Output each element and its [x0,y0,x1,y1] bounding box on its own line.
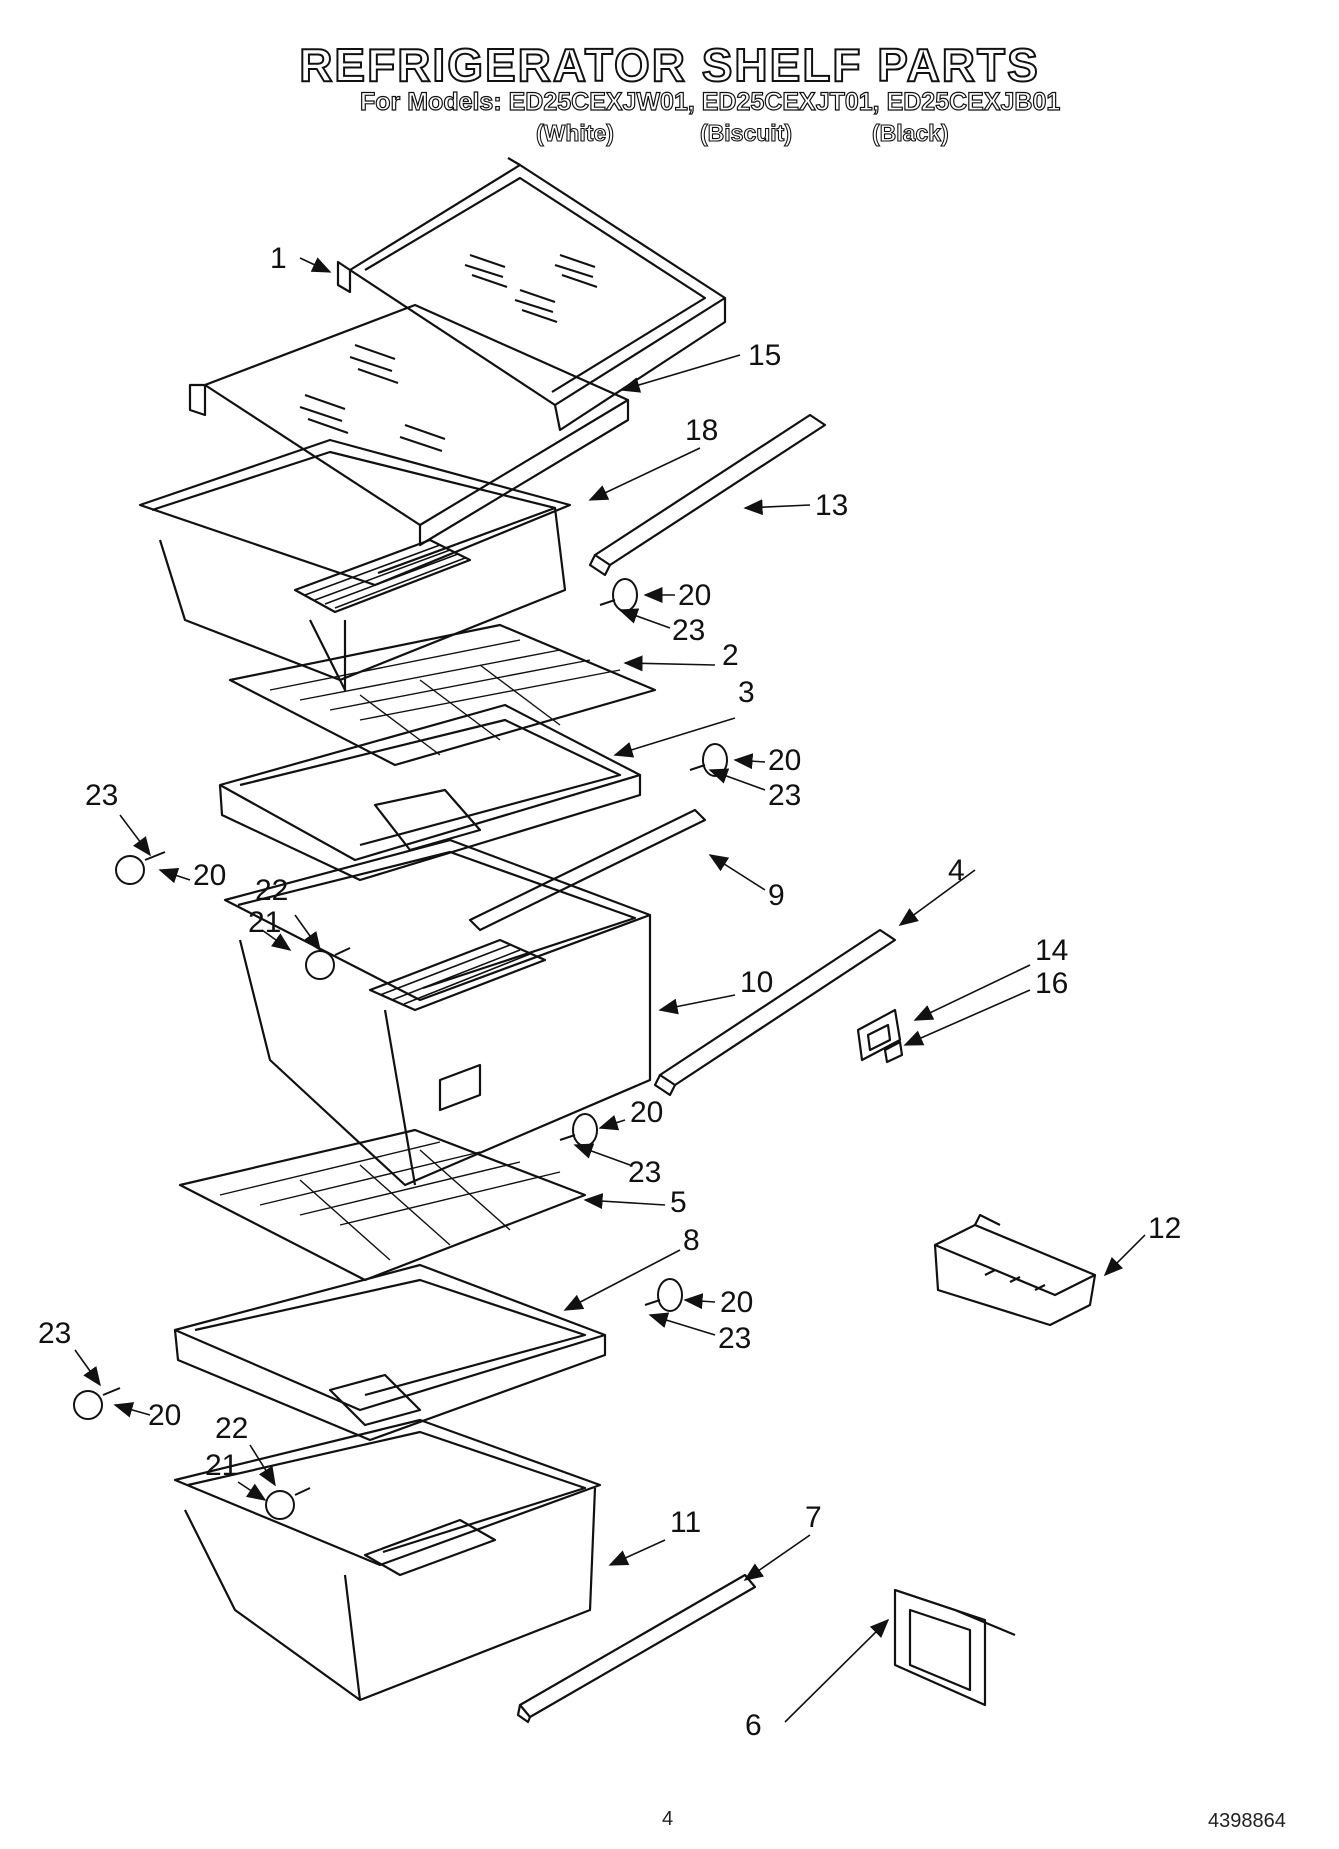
part-3-shelf-frame [218,703,642,882]
part-7-rail [516,1573,757,1724]
hardware-rollers [73,578,728,1520]
callout-20-b: 20 [768,744,801,777]
callout-2: 2 [722,639,739,672]
callout-3: 3 [738,676,755,709]
part-5-glass-shelf [178,1128,587,1282]
part-1-shelf-frame [336,157,727,432]
part-13-rail [588,413,827,577]
callout-23-d: 23 [628,1156,661,1189]
callout-6: 6 [745,1709,762,1742]
callout-1: 1 [270,242,287,275]
callout-20-a: 20 [678,579,711,612]
leader-lines [74,257,1146,1723]
part-14-16-clip [856,1008,904,1064]
color-label-biscuit: (Biscuit) [699,119,792,146]
callout-14: 14 [1035,934,1068,967]
color-label-black: (Black) [871,119,949,146]
callout-23-e: 23 [718,1322,751,1355]
part-4-rail [653,928,897,1097]
callout-21-a: 21 [248,906,281,939]
callout-20-d: 20 [630,1096,663,1129]
callout-22-b: 22 [215,1412,248,1445]
part-10-crisper-pan [223,838,652,1187]
callout-11: 11 [670,1506,701,1539]
callout-21-b: 21 [205,1449,238,1482]
callout-7: 7 [805,1501,822,1534]
color-label-white: (White) [535,119,614,146]
callout-8: 8 [683,1224,700,1257]
part-15-glass-shelf [188,303,630,547]
callout-20-e: 20 [720,1286,753,1319]
callout-10: 10 [740,966,773,999]
document-number: 4398864 [1208,1810,1286,1832]
callout-labels: 1 15 18 13 20 23 2 3 20 23 23 20 9 4 22 … [38,242,1181,1742]
callout-4: 4 [948,854,965,887]
part-11-crisper-pan [173,1418,602,1702]
callout-20-f: 20 [148,1399,181,1432]
model-list: For Models: ED25CEXJW01, ED25CEXJT01, ED… [359,87,1061,116]
callout-5: 5 [670,1186,687,1219]
part-12-door-bin [933,1213,1097,1327]
callout-16: 16 [1035,967,1068,1000]
callout-9: 9 [768,879,785,912]
callout-23-c: 23 [85,779,118,812]
callout-18: 18 [685,414,718,447]
part-6-bracket [893,1588,1016,1707]
callout-23-a: 23 [672,614,705,647]
callout-13: 13 [815,489,848,522]
callout-20-c: 20 [193,859,226,892]
callout-23-f: 23 [38,1317,71,1350]
callout-15: 15 [748,339,781,372]
part-2-glass-shelf [228,623,657,767]
callout-12: 12 [1148,1212,1181,1245]
part-9-bar [468,808,707,932]
part-18-crisper-pan [138,438,572,692]
callout-23-b: 23 [768,779,801,812]
callout-22-a: 22 [255,874,288,907]
page-number: 4 [662,1808,674,1830]
part-8-shelf-frame [173,1263,607,1442]
diagram-title: REFRIGERATOR SHELF PARTS [298,38,1040,92]
